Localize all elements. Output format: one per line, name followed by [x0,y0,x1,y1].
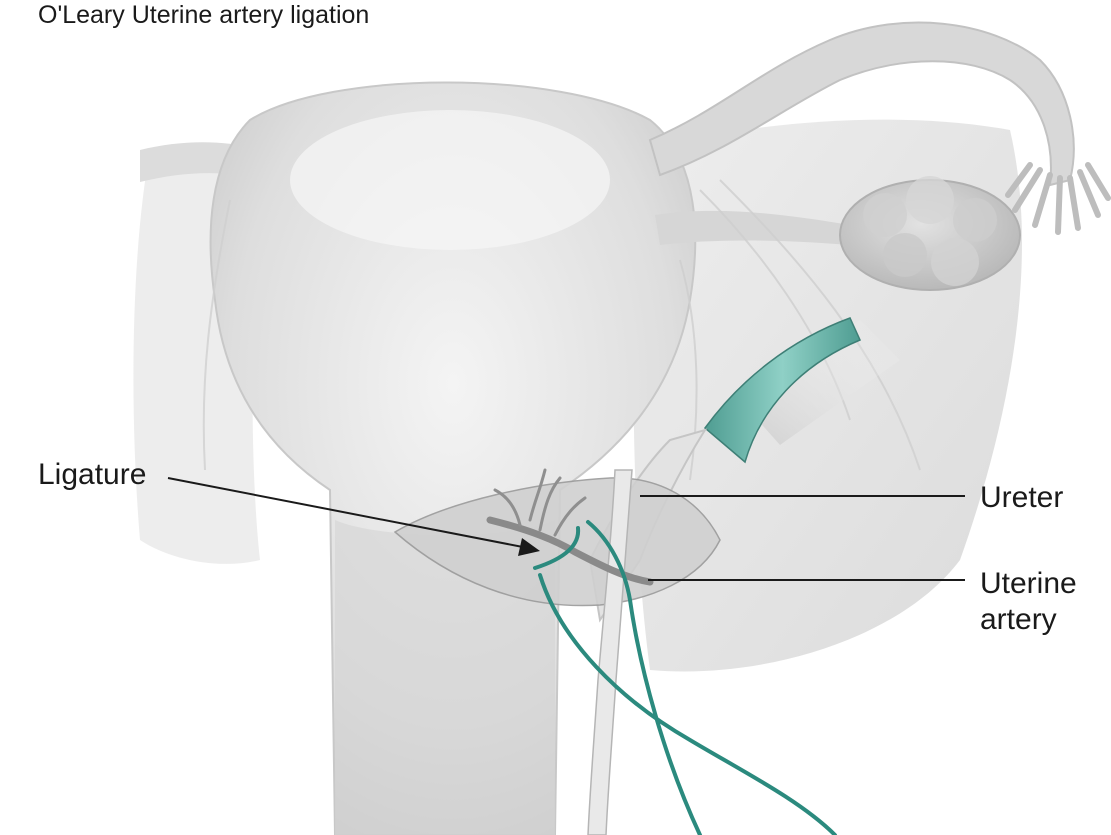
uterine-artery-label-line2: artery [980,602,1077,638]
uterine-artery-label-line1: Uterine [980,566,1077,602]
fundus-highlight [290,110,610,250]
ureter-label: Ureter [980,480,1063,516]
figure-title: O'Leary Uterine artery ligation [38,0,369,30]
ligature-label: Ligature [38,457,146,493]
uterine-artery-label: Uterine artery [980,566,1077,638]
